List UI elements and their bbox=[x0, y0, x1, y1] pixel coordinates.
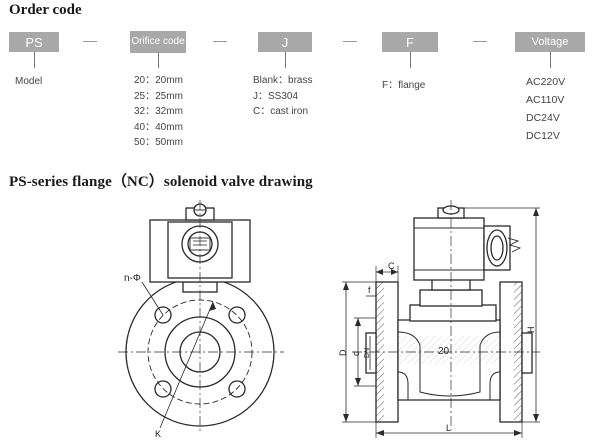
voltage-options: AC220V AC110V DC24V DC12V bbox=[526, 73, 565, 145]
connector-line bbox=[158, 52, 159, 68]
bolt-hole-label: n-Φ bbox=[124, 273, 141, 284]
orifice-code-box: Orifice code bbox=[130, 31, 186, 53]
bolt-hole bbox=[228, 306, 246, 324]
length-label: L bbox=[446, 423, 451, 433]
order-code-title: Order code bbox=[9, 2, 82, 18]
model-code-box: PS bbox=[9, 32, 59, 52]
side-view bbox=[342, 200, 540, 438]
bolt-hole bbox=[154, 380, 172, 398]
orifice-option: 25：25mm bbox=[134, 90, 183, 102]
material-options: Blank：brass J：SS304 C：cast iron bbox=[253, 73, 312, 120]
raised-face-diameter-label: d bbox=[351, 351, 361, 356]
orifice-option: 40：40mm bbox=[134, 121, 183, 133]
drawing-title: PS-series flange（NC）solenoid valve drawi… bbox=[9, 174, 313, 190]
flow-size-label: 20 bbox=[438, 346, 450, 357]
material-option: Blank：brass bbox=[253, 75, 313, 86]
bolt-circle-label: K bbox=[155, 429, 161, 439]
material-option: J：SS304 bbox=[253, 90, 299, 102]
side-coil-body bbox=[413, 217, 485, 281]
orifice-option: 50：50mm bbox=[134, 137, 183, 148]
material-option: C：cast iron bbox=[253, 106, 309, 117]
separator-dash bbox=[83, 41, 97, 42]
bolt-hole bbox=[228, 380, 246, 398]
separator-dash bbox=[473, 41, 487, 42]
separator-dash bbox=[343, 41, 357, 42]
voltage-code-box: Voltage bbox=[515, 32, 585, 52]
connector-line bbox=[410, 52, 411, 68]
connector-line bbox=[285, 52, 286, 68]
bore-label: DN bbox=[364, 348, 371, 358]
separator-dash bbox=[213, 41, 227, 42]
voltage-option: AC220V bbox=[526, 76, 566, 88]
orifice-options: 20：20mm 25：25mm 32：32mm 40：40mm 50：50mm bbox=[134, 73, 183, 151]
material-code-box: J bbox=[258, 32, 312, 52]
voltage-option: DC24V bbox=[526, 112, 560, 124]
height-label: H bbox=[526, 327, 536, 334]
raised-face-label: f bbox=[368, 285, 371, 295]
connection-code-box: F bbox=[382, 32, 438, 52]
bonnet bbox=[409, 304, 497, 322]
orifice-option: 20：20mm bbox=[134, 75, 183, 86]
cable-connector bbox=[483, 225, 511, 271]
bolt-hole bbox=[154, 306, 172, 324]
connector-line bbox=[550, 52, 551, 68]
connector-line bbox=[34, 52, 35, 68]
outer-diameter-label: D bbox=[338, 349, 348, 356]
front-view bbox=[118, 200, 284, 432]
orifice-option: 32：32mm bbox=[134, 106, 183, 117]
voltage-option: DC12V bbox=[526, 130, 560, 142]
model-caption: Model bbox=[15, 76, 43, 87]
connection-caption: F：flange bbox=[382, 80, 426, 91]
voltage-option: AC110V bbox=[526, 94, 565, 106]
flange-thickness-label: C bbox=[388, 261, 395, 271]
